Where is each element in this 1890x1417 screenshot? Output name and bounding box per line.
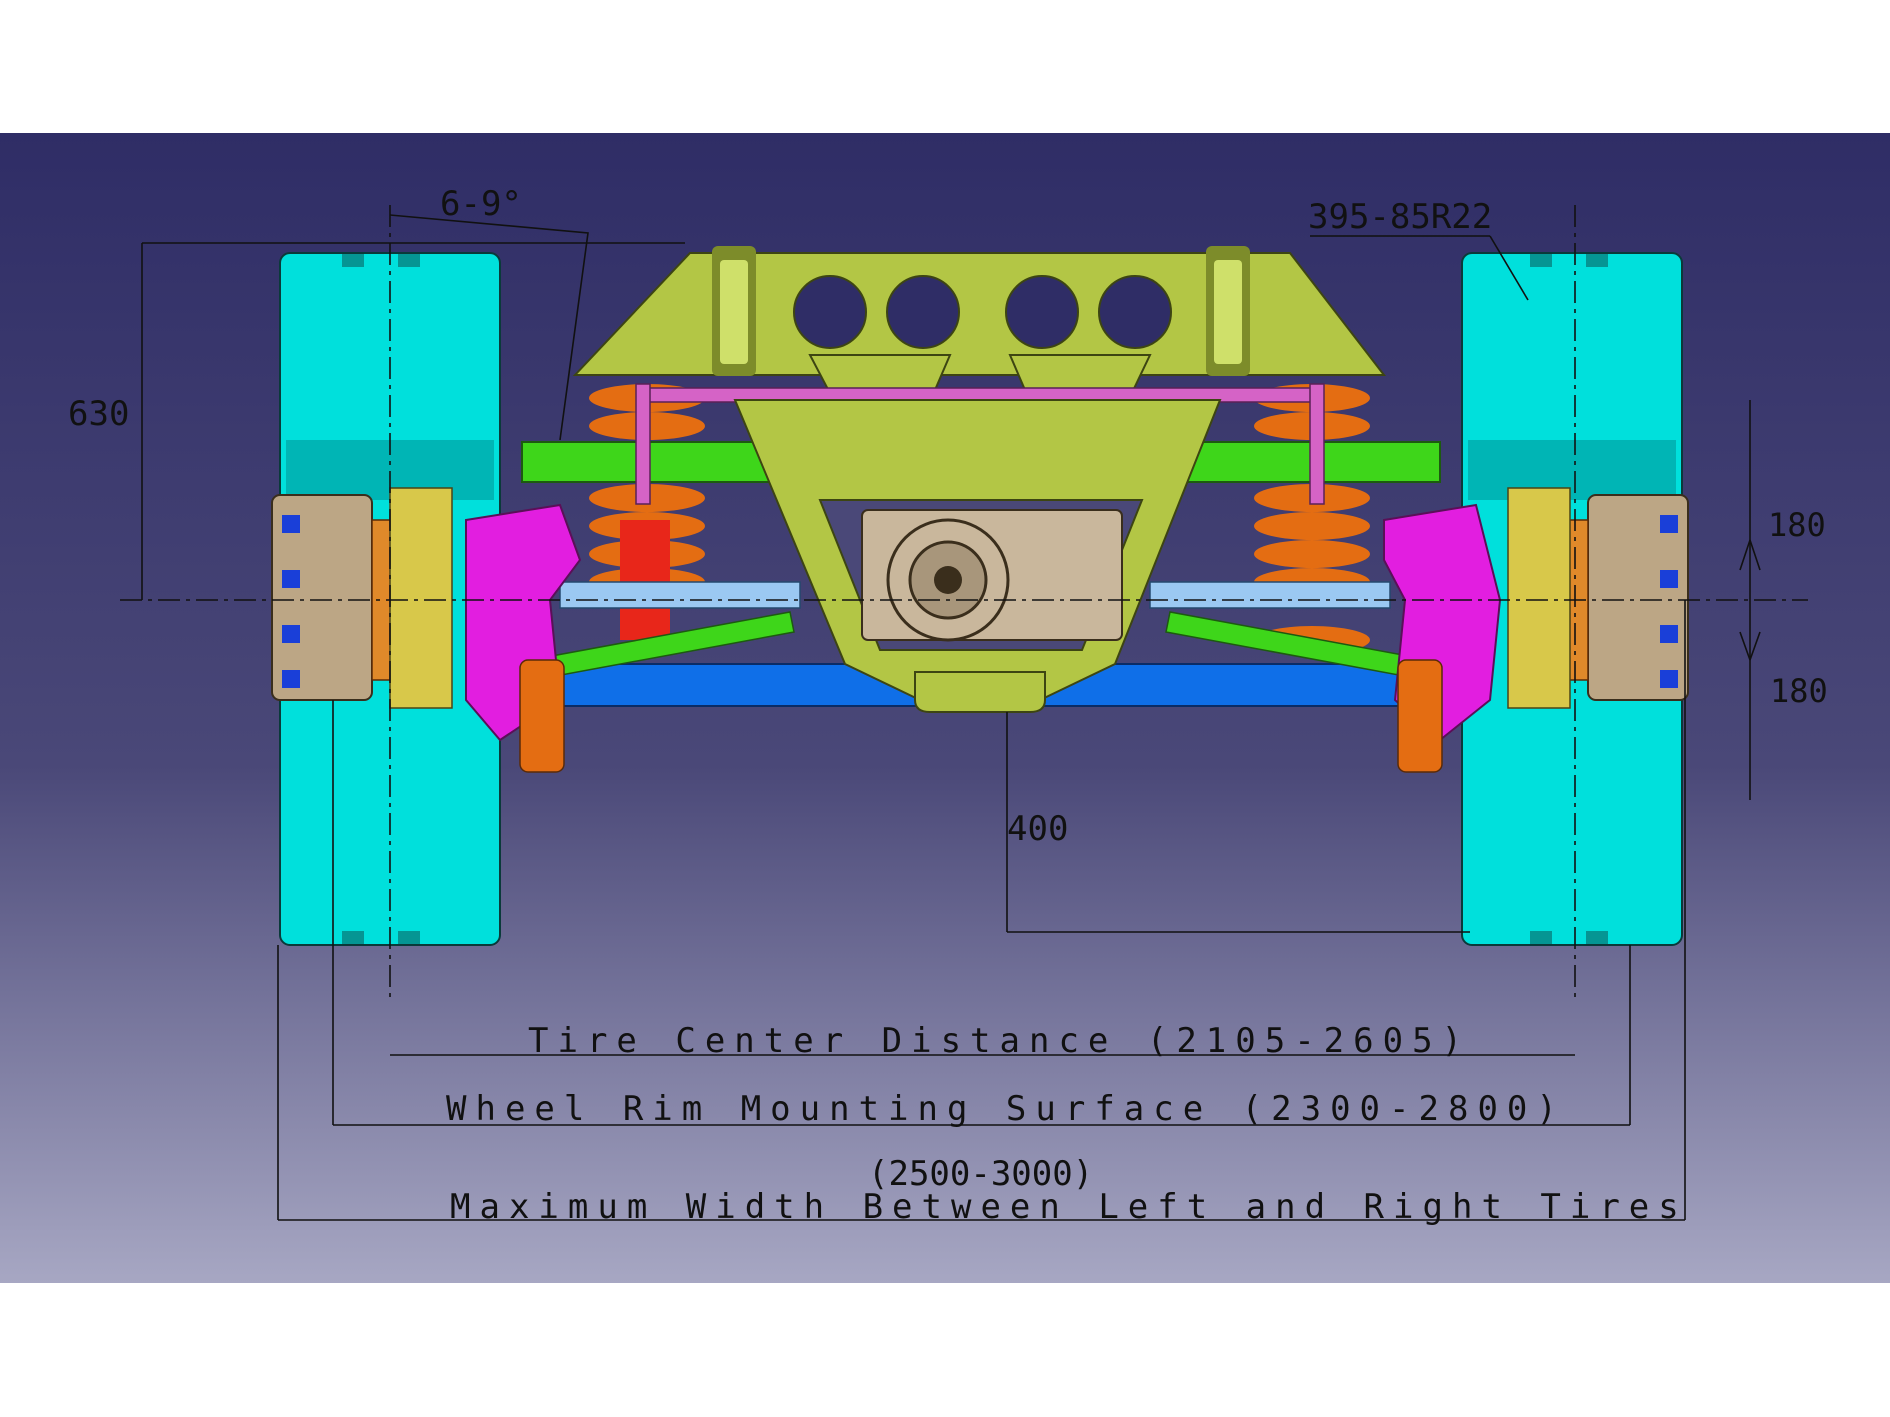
right-lower-bracket — [1397, 659, 1443, 773]
left-drive-shaft — [559, 581, 801, 609]
differential — [861, 509, 1123, 642]
lower-travel-180-label: 180 — [1770, 672, 1828, 710]
tire-size-label: 395-85R22 — [1308, 197, 1492, 237]
rim-mounting-surface-label: Wheel Rim Mounting Surface (2300-2800) — [446, 1089, 1566, 1129]
right-wheel-hub — [1507, 487, 1689, 709]
left-lower-bracket — [519, 659, 565, 773]
height-630-label: 630 — [68, 394, 129, 434]
tire-center-distance-label: Tire Center Distance (2105-2605) — [528, 1021, 1471, 1061]
left-wheel-hub — [271, 487, 453, 709]
right-stabilizer-link — [1309, 383, 1325, 505]
center-mount-bracket — [914, 671, 1046, 713]
max-width-label: Maximum Width Between Left and Right Tir… — [450, 1187, 1688, 1227]
right-drive-shaft — [1149, 581, 1391, 609]
left-stabilizer-link — [635, 383, 651, 505]
upper-travel-180-label: 180 — [1768, 506, 1826, 544]
max-width-range-label: (2500-3000) — [868, 1154, 1093, 1194]
dimension-lines — [120, 205, 1808, 1221]
ground-clearance-400-label: 400 — [1007, 809, 1068, 849]
camber-angle-label: 6-9° — [440, 184, 522, 224]
